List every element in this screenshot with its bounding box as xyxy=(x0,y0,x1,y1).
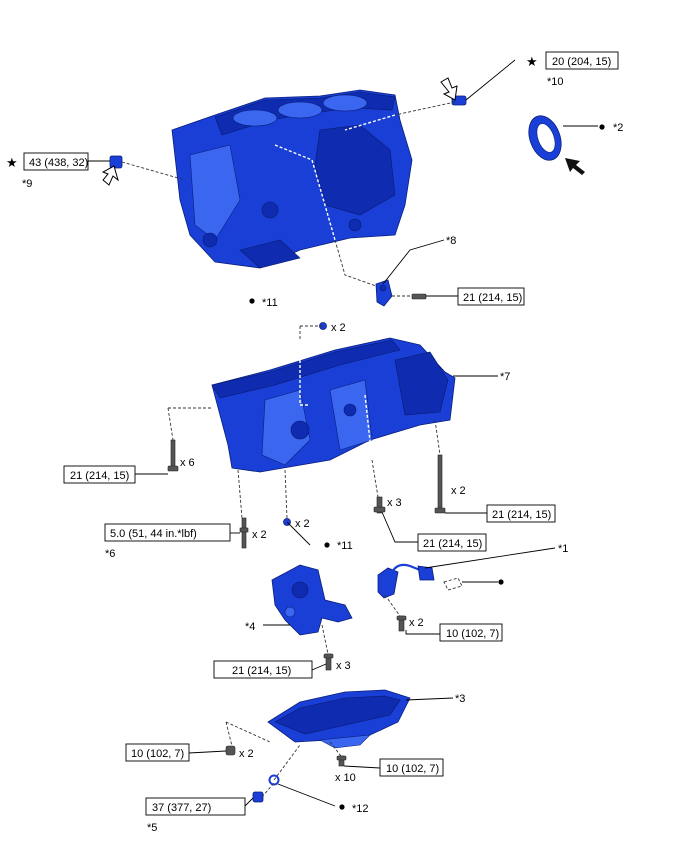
callout-8: *8 xyxy=(446,235,456,247)
callout-3: *3 xyxy=(455,693,465,705)
callout-6: *6 xyxy=(105,548,115,560)
callout-12: *12 xyxy=(352,803,369,815)
svg-text:21 (214, 15): 21 (214, 15) xyxy=(492,509,551,521)
torque-spec-right-long: 21 (214, 15) xyxy=(486,504,556,523)
svg-text:20 (204, 15): 20 (204, 15) xyxy=(552,56,611,68)
dot-markers xyxy=(249,124,605,810)
star-icon: ★ xyxy=(526,55,538,70)
torque-spec-pan-left: 10 (102, 7) xyxy=(125,743,190,762)
qty-right-long: x 2 xyxy=(451,485,466,497)
svg-text:43 (438, 32): 43 (438, 32) xyxy=(29,157,88,169)
callout-11-top: *11 xyxy=(262,297,278,309)
oil-pan xyxy=(267,689,411,749)
svg-text:21 (214, 15): 21 (214, 15) xyxy=(70,470,129,482)
torque-spec-center: 21 (214, 15) xyxy=(417,533,487,552)
leader-lines xyxy=(88,59,598,807)
qty-left-bolts: x 6 xyxy=(180,457,195,469)
svg-text:10 (102, 7): 10 (102, 7) xyxy=(446,628,499,640)
callout-9: *9 xyxy=(22,178,32,190)
dot-icon xyxy=(498,579,504,585)
svg-text:21 (214, 15): 21 (214, 15) xyxy=(232,665,291,677)
qty-stud: x 2 xyxy=(252,529,267,541)
svg-text:5.0 (51, 44 in.*lbf): 5.0 (51, 44 in.*lbf) xyxy=(110,528,197,540)
dot-icon xyxy=(339,804,345,810)
callout-10: *10 xyxy=(547,76,564,88)
torque-spec-top-right: 20 (204, 15) xyxy=(545,51,619,70)
torque-spec-pan-bottom: 10 (102, 7) xyxy=(379,758,444,777)
callout-1: *1 xyxy=(558,543,568,555)
callout-4: *4 xyxy=(245,621,255,633)
callout-7: *7 xyxy=(500,371,510,383)
qty-pan-left: x 2 xyxy=(239,748,254,760)
arrow-icon-top xyxy=(440,77,458,101)
arrow-icon-left xyxy=(101,165,119,186)
cylinder-block xyxy=(171,89,413,269)
qty-pump: x 3 xyxy=(336,660,351,672)
callout-2: *2 xyxy=(613,122,623,134)
torque-spec-sensor: 21 (214, 15) xyxy=(457,287,525,306)
knock-sensor xyxy=(375,279,393,307)
svg-text:21 (214, 15): 21 (214, 15) xyxy=(463,292,522,304)
qty-11-top: x 2 xyxy=(331,322,346,334)
qty-11-bottom: x 2 xyxy=(295,518,310,530)
oil-pressure-sensor xyxy=(377,563,463,599)
svg-text:10 (102, 7): 10 (102, 7) xyxy=(386,763,439,775)
gasket-icon xyxy=(443,577,463,591)
callout-11-bottom: *11 xyxy=(337,540,353,552)
qty-pan-bottom: x 10 xyxy=(335,772,356,784)
svg-text:37 (377, 27): 37 (377, 27) xyxy=(152,802,211,814)
torque-spec-stud: 5.0 (51, 44 in.*lbf) xyxy=(104,523,231,542)
svg-text:10 (102, 7): 10 (102, 7) xyxy=(131,748,184,760)
oil-seal xyxy=(528,115,562,161)
arrow-icon-seal xyxy=(565,158,585,175)
oil-pump xyxy=(271,564,353,636)
torque-spec-left-bolts: 21 (214, 15) xyxy=(63,465,136,484)
lower-crankcase xyxy=(211,337,456,473)
torque-spec-oil-sensor: 10 (102, 7) xyxy=(439,623,503,642)
qty-center: x 3 xyxy=(387,497,402,509)
dot-icon xyxy=(324,542,330,548)
callout-5: *5 xyxy=(147,822,157,834)
torque-spec-drain: 37 (377, 27) xyxy=(145,797,246,816)
dot-icon xyxy=(249,298,255,304)
torque-spec-left: 43 (438, 32) xyxy=(23,152,89,171)
torque-spec-oil-pump: 21 (214, 15) xyxy=(213,660,313,679)
svg-text:21 (214, 15): 21 (214, 15) xyxy=(423,538,482,550)
qty-sensor: x 2 xyxy=(409,617,424,629)
star-icon: ★ xyxy=(6,156,18,171)
guide-lines xyxy=(121,101,456,798)
dot-icon xyxy=(599,124,605,130)
